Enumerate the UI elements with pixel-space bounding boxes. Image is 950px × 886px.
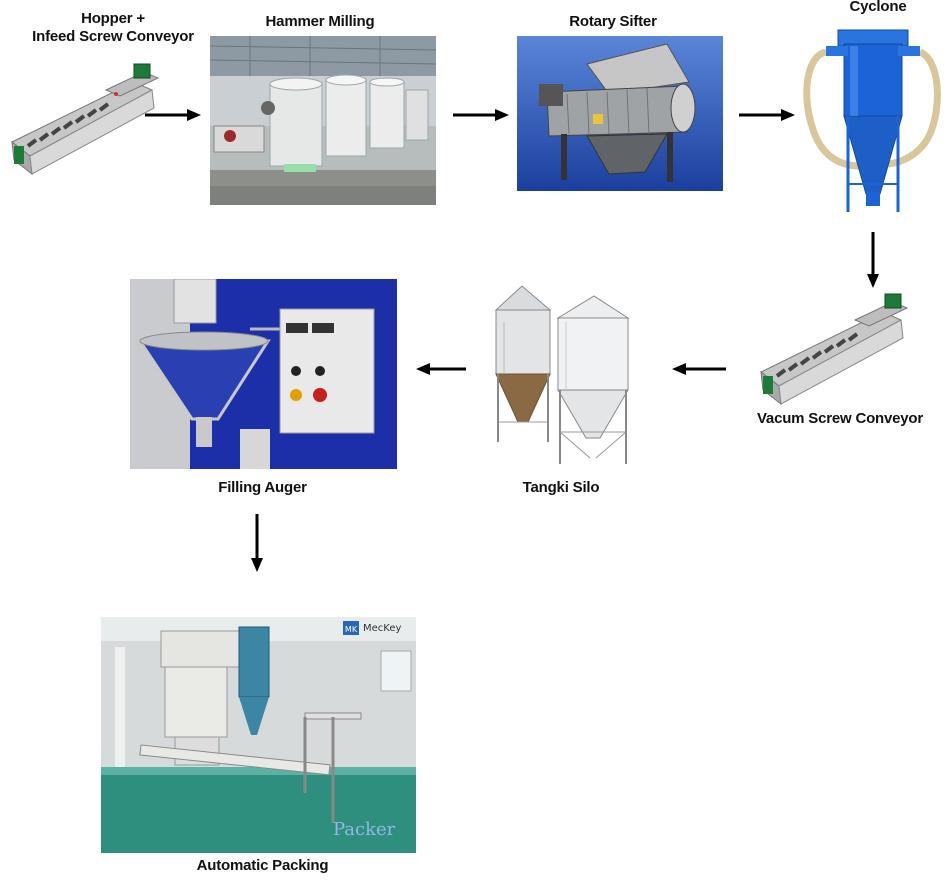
arrow-silo-to-auger xyxy=(414,361,468,382)
label-filling-auger: Filling Auger xyxy=(218,479,307,496)
automatic-packing-image: MK MecKey Packer xyxy=(101,617,416,853)
packing-overlay-text: Packer xyxy=(333,819,396,840)
label-hammer-milling: Hammer Milling xyxy=(265,13,375,30)
vacuum-screw-conveyor-image xyxy=(755,292,915,410)
arrow-vacuum-to-silo xyxy=(670,361,728,382)
arrow-cyclone-to-vacuum xyxy=(865,230,881,297)
hopper-conveyor-image xyxy=(6,60,166,180)
label-rotary-sifter: Rotary Sifter xyxy=(569,13,657,30)
packing-logo-badge: MK xyxy=(345,625,358,634)
arrow-sifter-to-cyclone xyxy=(737,107,797,128)
label-automatic-packing: Automatic Packing xyxy=(196,857,329,874)
rotary-sifter-image xyxy=(517,36,723,191)
hammer-milling-image xyxy=(210,36,436,205)
label-vacuum-screw-conveyor: Vacum Screw Conveyor xyxy=(756,410,924,427)
label-cyclone: Cyclone xyxy=(849,0,907,15)
arrow-auger-to-packing xyxy=(249,512,265,581)
label-hopper-line1: Hopper + xyxy=(81,10,145,27)
filling-auger-image xyxy=(130,279,397,469)
arrow-hopper-to-milling xyxy=(143,107,203,128)
arrow-milling-to-sifter xyxy=(451,107,511,128)
cyclone-image xyxy=(800,16,946,230)
packing-logo-text: MecKey xyxy=(363,623,401,634)
label-hopper-conveyor: Hopper + Infeed Screw Conveyor xyxy=(10,10,216,46)
tangki-silo-image xyxy=(486,282,636,468)
label-tangki-silo: Tangki Silo xyxy=(522,479,600,496)
label-hopper-line2: Infeed Screw Conveyor xyxy=(32,28,194,45)
